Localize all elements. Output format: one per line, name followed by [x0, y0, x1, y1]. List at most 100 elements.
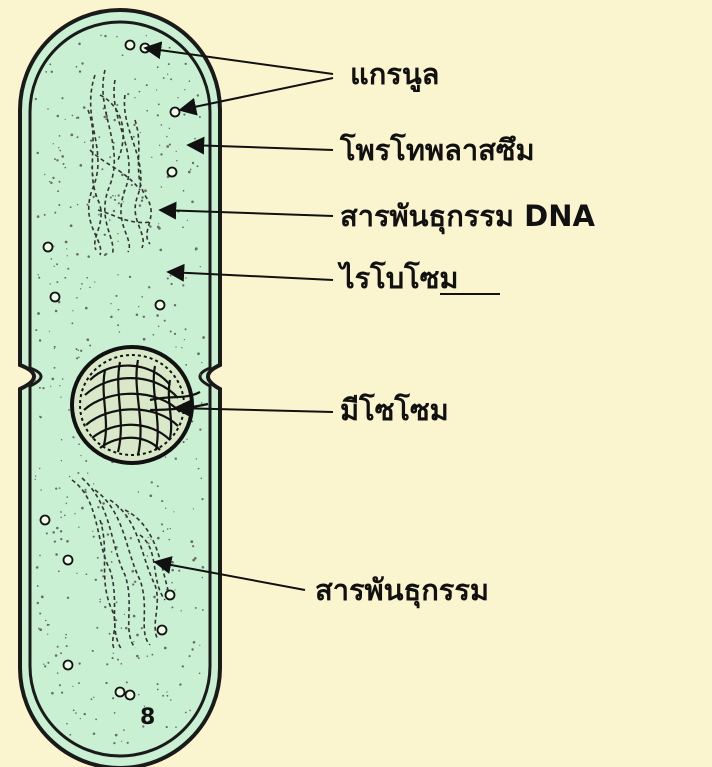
speckle-dot	[43, 664, 44, 665]
speckle-dot	[37, 585, 39, 587]
speckle-dot	[165, 456, 166, 457]
speckle-dot	[112, 697, 114, 699]
speckle-dot	[199, 116, 201, 118]
speckle-dot	[113, 653, 114, 654]
speckle-dot	[78, 443, 80, 445]
speckle-dot	[199, 428, 201, 430]
speckle-dot	[70, 224, 73, 227]
speckle-dot	[149, 225, 151, 227]
speckle-dot	[66, 496, 68, 498]
speckle-dot	[117, 659, 119, 661]
speckle-dot	[76, 297, 78, 299]
speckle-dot	[94, 281, 95, 282]
speckle-dot	[171, 582, 173, 584]
speckle-dot	[111, 561, 113, 563]
speckle-dot	[59, 135, 61, 137]
speckle-dot	[199, 673, 201, 675]
speckle-dot	[181, 610, 182, 611]
speckle-dot	[97, 506, 99, 508]
speckle-dot	[59, 181, 61, 183]
speckle-dot	[87, 255, 90, 258]
speckle-dot	[166, 726, 168, 728]
speckle-dot	[133, 641, 134, 642]
speckle-dot	[51, 71, 53, 73]
speckle-dot	[113, 742, 115, 744]
speckle-dot	[185, 63, 187, 65]
speckle-dot	[81, 62, 83, 64]
speckle-dot	[80, 718, 81, 719]
speckle-dot	[109, 633, 111, 635]
speckle-dot	[164, 320, 166, 322]
speckle-dot	[201, 362, 202, 363]
speckle-dot	[123, 201, 124, 202]
speckle-dot	[117, 233, 118, 234]
speckle-dot	[72, 686, 73, 687]
speckle-dot	[54, 540, 56, 542]
speckle-dot	[190, 540, 193, 543]
speckle-dot	[83, 106, 86, 109]
speckle-dot	[78, 43, 81, 46]
speckle-dot	[168, 63, 170, 65]
speckle-dot	[176, 160, 177, 161]
speckle-dot	[75, 712, 77, 714]
speckle-dot	[109, 219, 111, 221]
speckle-dot	[139, 91, 141, 93]
label-dna: สารพันธุกรรม DNA	[340, 202, 595, 231]
speckle-dot	[61, 460, 62, 461]
speckle-dot	[54, 348, 55, 349]
speckle-dot	[132, 583, 134, 585]
speckle-dot	[173, 511, 174, 512]
speckle-dot	[143, 316, 145, 318]
speckle-dot	[151, 654, 153, 656]
speckle-dot	[117, 324, 119, 326]
speckle-dot	[50, 182, 52, 184]
speckle-dot	[159, 249, 162, 252]
speckle-dot	[201, 478, 203, 480]
speckle-dot	[156, 314, 159, 317]
speckle-dot	[66, 503, 68, 505]
speckle-dot	[39, 387, 41, 389]
speckle-dot	[95, 579, 97, 581]
speckle-dot	[182, 284, 184, 286]
speckle-dot	[160, 153, 162, 155]
speckle-dot	[86, 338, 89, 341]
speckle-dot	[99, 601, 101, 603]
speckle-dot	[121, 741, 122, 742]
speckle-dot	[116, 104, 118, 106]
speckle-dot	[57, 115, 60, 118]
speckle-dot	[46, 532, 48, 534]
speckle-dot	[100, 34, 102, 36]
speckle-dot	[105, 682, 107, 684]
speckle-dot	[167, 74, 168, 75]
speckle-dot	[35, 329, 37, 331]
speckle-dot	[127, 742, 129, 744]
granule-circle	[168, 168, 177, 177]
speckle-dot	[146, 35, 147, 36]
speckle-dot	[70, 206, 72, 208]
speckle-dot	[189, 655, 191, 657]
speckle-dot	[170, 330, 172, 332]
speckle-dot	[36, 152, 38, 154]
speckle-dot	[157, 114, 159, 116]
speckle-dot	[146, 110, 148, 112]
speckle-dot	[86, 277, 88, 279]
speckle-dot	[119, 331, 121, 333]
speckle-dot	[174, 304, 176, 306]
speckle-dot	[59, 385, 60, 386]
speckle-dot	[92, 531, 93, 532]
speckle-dot	[194, 138, 196, 140]
speckle-dot	[150, 539, 151, 540]
speckle-dot	[60, 396, 61, 397]
speckle-dot	[69, 734, 71, 736]
speckle-dot	[161, 186, 162, 187]
speckle-dot	[107, 533, 109, 535]
speckle-dot	[60, 517, 61, 518]
speckle-dot	[178, 570, 180, 572]
speckle-dot	[175, 458, 177, 460]
speckle-dot	[89, 287, 91, 289]
speckle-dot	[179, 683, 181, 685]
granule-circle	[51, 293, 60, 302]
speckle-dot	[131, 184, 133, 186]
speckle-dot	[66, 723, 68, 725]
speckle-dot	[166, 695, 168, 697]
